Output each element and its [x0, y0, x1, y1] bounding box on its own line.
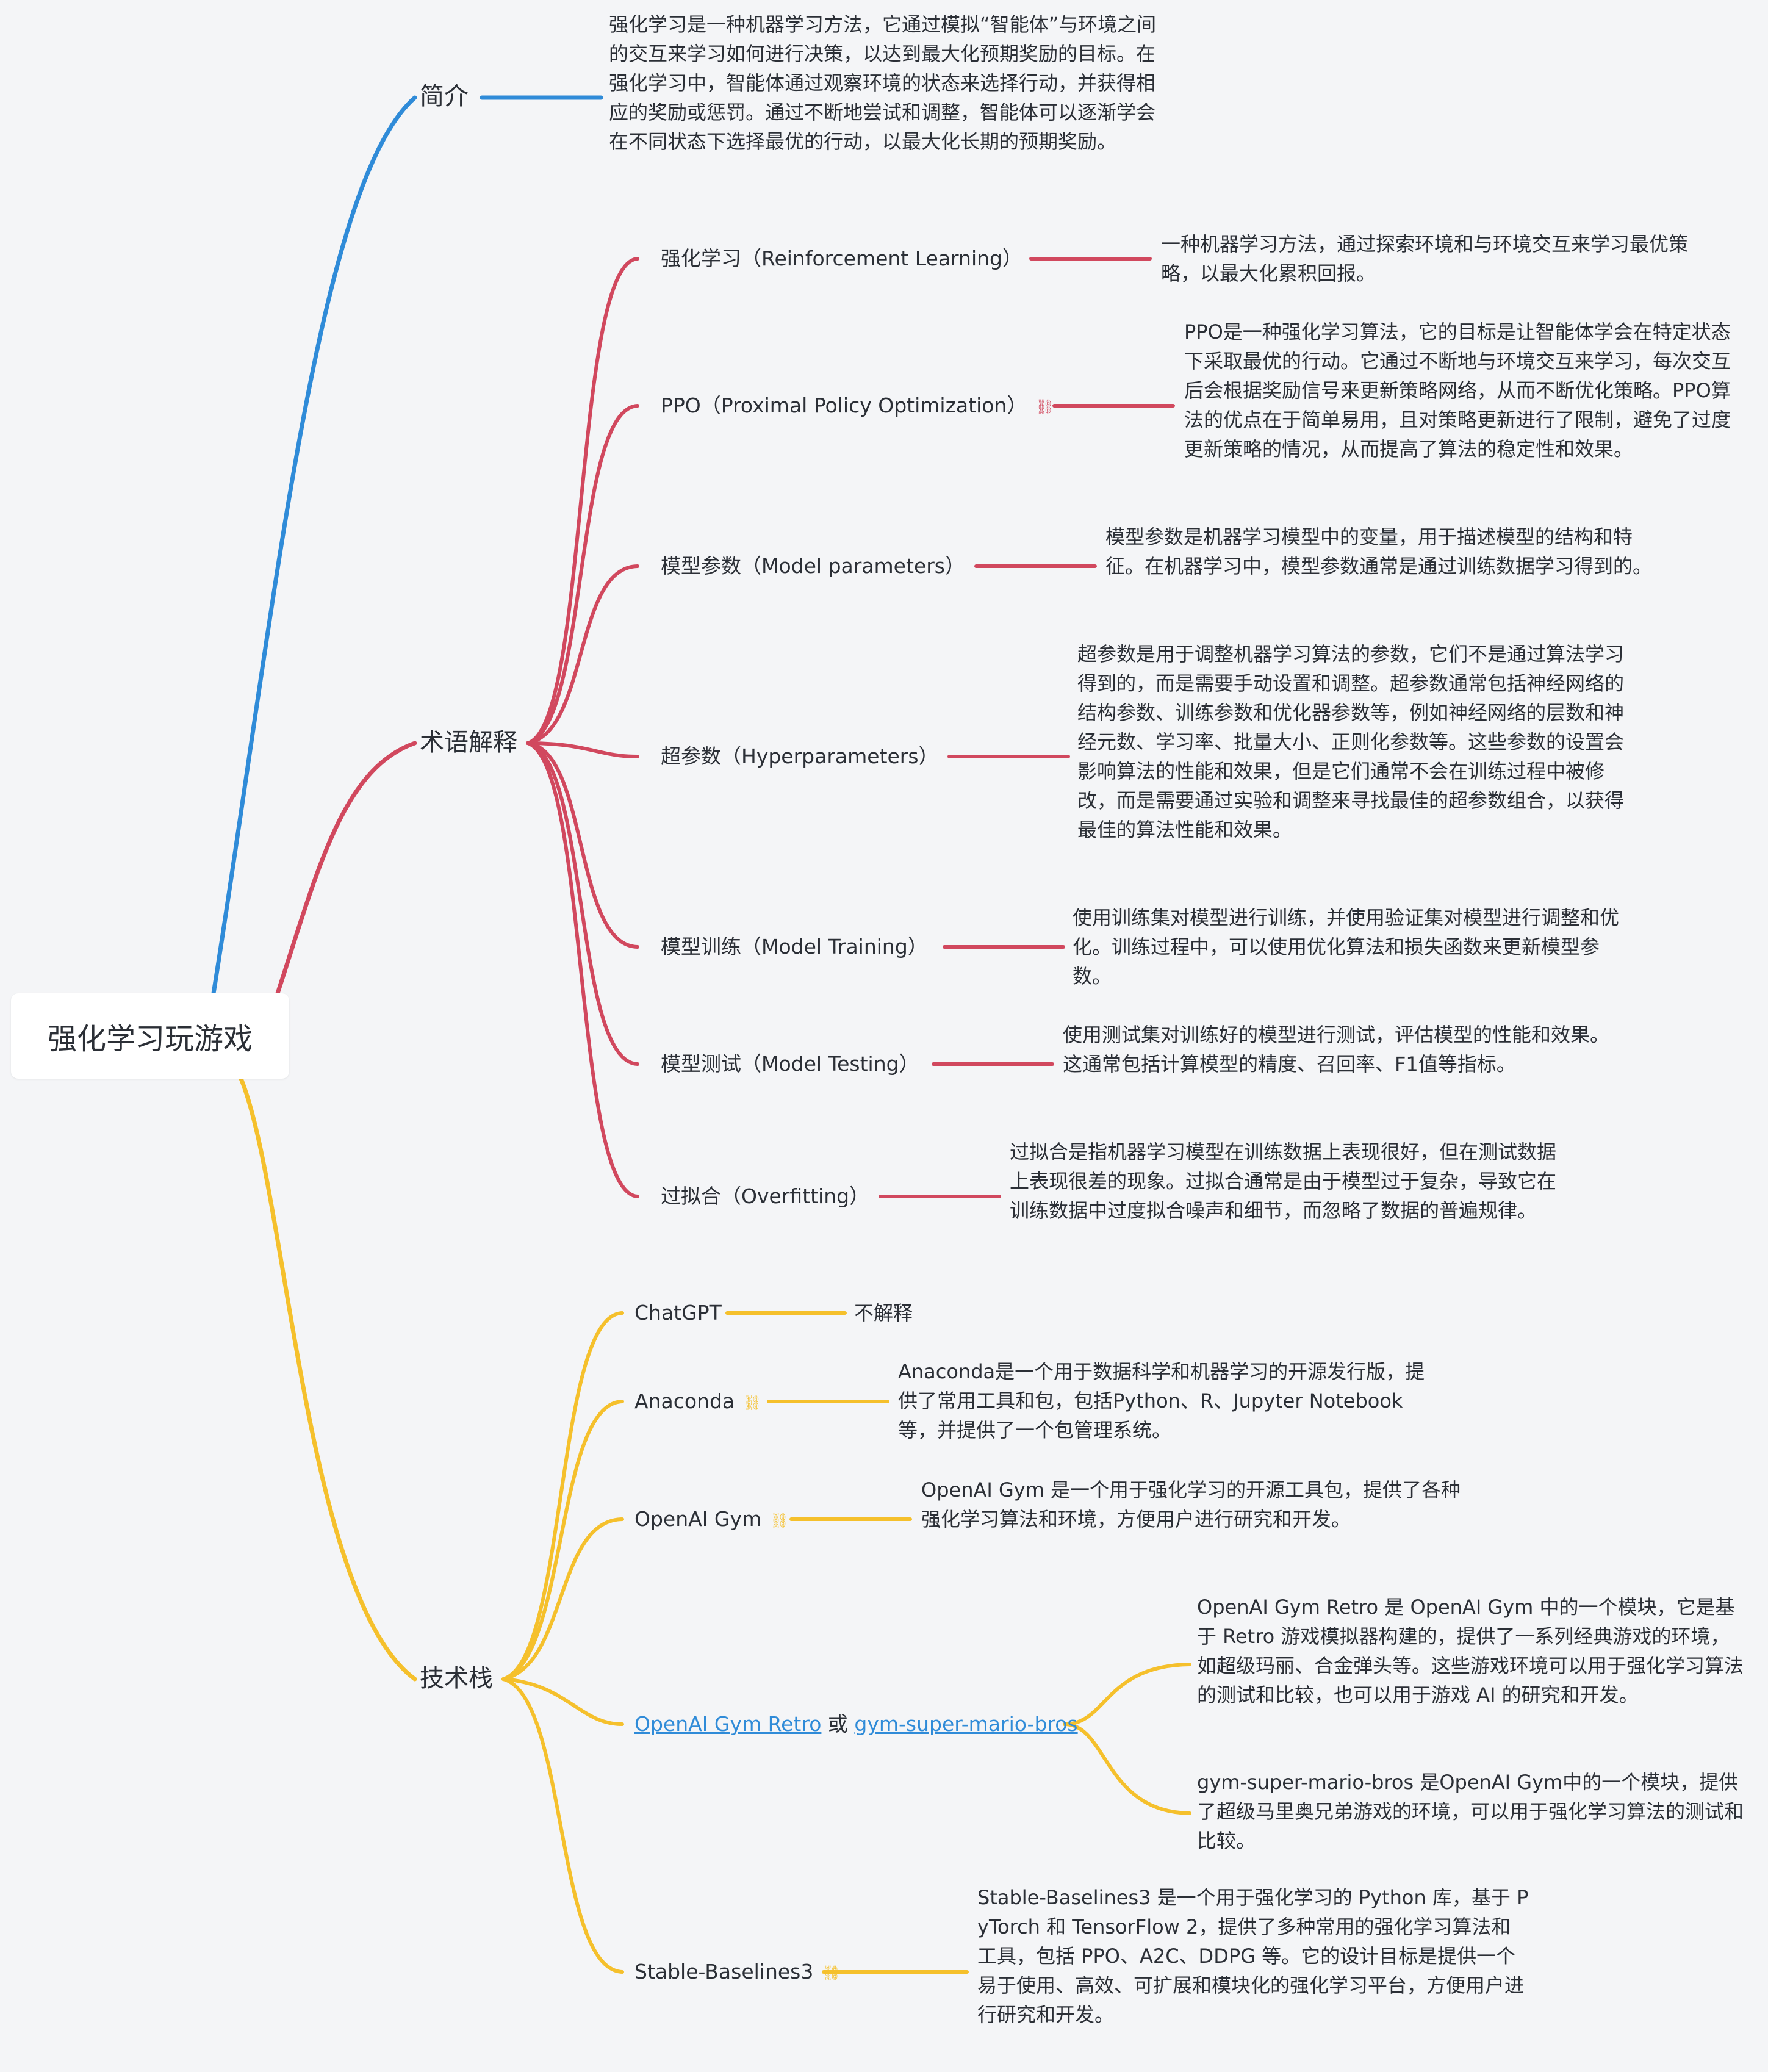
- intro-text: 强化学习是一种机器学习方法，它通过模拟“智能体”与环境之间的交互来学习如何进行决…: [609, 13, 1157, 153]
- stack-sb3-label: Stable-Baselines3: [634, 1960, 814, 1984]
- term-hyperparams-node[interactable]: 超参数（Hyperparameters）: [661, 744, 939, 768]
- stack-retro-node[interactable]: OpenAI Gym Retro 或 gym-super-mario-bros: [634, 1711, 1078, 1738]
- branch-terms: [275, 741, 417, 996]
- term-model-params-node[interactable]: 模型参数（Model parameters）: [661, 554, 965, 578]
- intro-node[interactable]: 简介: [420, 82, 469, 110]
- term-overfitting-text: 过拟合是指机器学习模型在训练数据上表现很好，但在测试数据上表现很差的现象。过拟合…: [1010, 1140, 1557, 1222]
- terms-fan: [526, 257, 639, 1198]
- term-ppo-label: PPO（Proximal Policy Optimization）: [661, 394, 1027, 417]
- term-training-node[interactable]: 模型训练（Model Training）: [661, 935, 928, 959]
- stack-anaconda-node[interactable]: Anaconda ⛓: [634, 1388, 762, 1416]
- stack-anaconda-label: Anaconda: [634, 1389, 735, 1413]
- mario-link[interactable]: gym-super-mario-bros: [854, 1712, 1078, 1736]
- stack-fan: [501, 1311, 624, 1974]
- stack-chatgpt-text: 不解释: [854, 1301, 913, 1325]
- branch-intro: [211, 95, 417, 996]
- retro-or-text: 或: [821, 1712, 855, 1736]
- term-rl-text: 一种机器学习方法，通过探索环境和与环境交互来学习最优策略，以最大化累积回报。: [1161, 232, 1689, 285]
- term-overfitting-node[interactable]: 过拟合（Overfitting）: [661, 1184, 870, 1208]
- stack-gym-text: OpenAI Gym 是一个用于强化学习的开源工具包，提供了各种强化学习算法和环…: [921, 1478, 1461, 1531]
- stack-sb3-text: Stable-Baselines3 是一个用于强化学习的 Python 库，基于…: [977, 1886, 1529, 2026]
- link-icon[interactable]: ⛓: [743, 1394, 762, 1411]
- term-hyperparams-text: 超参数是用于调整机器学习算法的参数，它们不是通过算法学习得到的，而是需要手动设置…: [1077, 642, 1625, 841]
- link-icon[interactable]: ⛓: [770, 1511, 789, 1529]
- stack-gym-node[interactable]: OpenAI Gym ⛓: [634, 1506, 789, 1534]
- stack-sb3-node[interactable]: Stable-Baselines3 ⛓: [634, 1959, 841, 1987]
- term-testing-text: 使用测试集对训练好的模型进行测试，评估模型的性能和效果。这通常包括计算模型的精度…: [1063, 1023, 1610, 1076]
- stack-chatgpt-node[interactable]: ChatGPT: [634, 1301, 722, 1325]
- branch-stack: [239, 1076, 417, 1682]
- link-icon[interactable]: ⛓: [822, 1964, 841, 1982]
- stack-leaf-connectors: [725, 1311, 1191, 1974]
- term-training-text: 使用训练集对模型进行训练，并使用验证集对模型进行调整和优化。训练过程中，可以使用…: [1073, 906, 1620, 988]
- stack-retro-text: OpenAI Gym Retro 是 OpenAI Gym 中的一个模块，它是基…: [1197, 1595, 1744, 1707]
- stack-node[interactable]: 技术栈: [420, 1664, 493, 1692]
- gym-retro-link[interactable]: OpenAI Gym Retro: [634, 1712, 822, 1736]
- root-label: 强化学习玩游戏: [47, 1022, 253, 1056]
- term-ppo-text: PPO是一种强化学习算法，它的目标是让智能体学会在特定状态下采取最优的行动。它通…: [1184, 320, 1731, 461]
- term-model-params-text: 模型参数是机器学习模型中的变量，用于描述模型的结构和特征。在机器学习中，模型参数…: [1105, 525, 1653, 578]
- stack-anaconda-text: Anaconda是一个用于数据科学和机器学习的开源发行版，提供了常用工具和包，包…: [898, 1360, 1425, 1442]
- term-ppo-node[interactable]: PPO（Proximal Policy Optimization） ⛓: [661, 392, 1054, 420]
- term-rl-node[interactable]: 强化学习（Reinforcement Learning）: [661, 246, 1022, 270]
- stack-mario-text: gym-super-mario-bros 是OpenAI Gym中的一个模块，提…: [1197, 1771, 1744, 1852]
- terms-leaf-connectors: [879, 257, 1175, 1198]
- term-testing-node[interactable]: 模型测试（Model Testing）: [661, 1052, 919, 1076]
- terms-node[interactable]: 术语解释: [420, 728, 517, 757]
- root-node[interactable]: 强化学习玩游戏: [11, 993, 289, 1079]
- link-icon[interactable]: ⛓: [1035, 398, 1054, 415]
- stack-gym-label: OpenAI Gym: [634, 1507, 762, 1531]
